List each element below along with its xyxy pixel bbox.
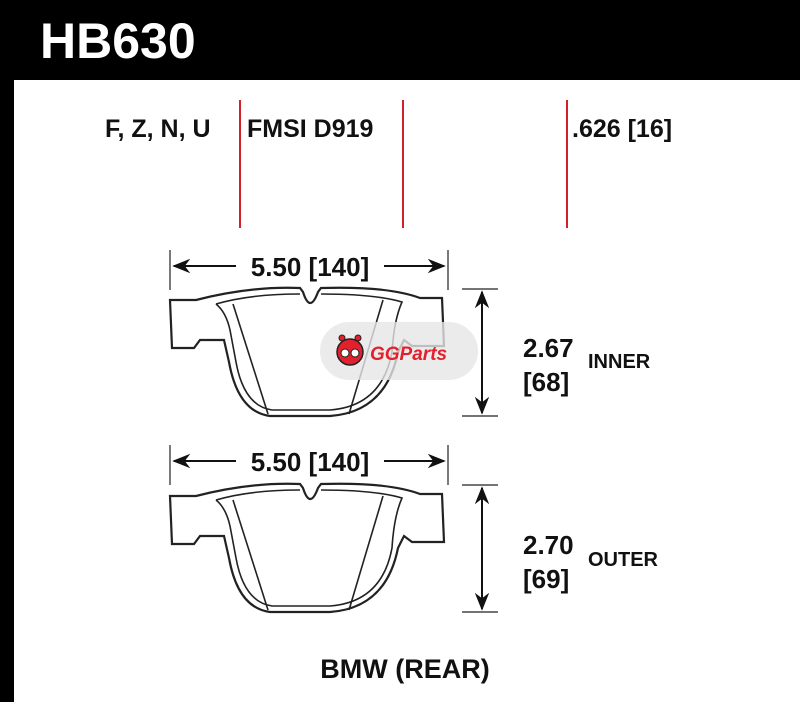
watermark-text: GGParts <box>370 344 447 365</box>
inner-width-label: 5.50 [140] <box>251 252 370 282</box>
part-number: HB630 <box>40 13 196 69</box>
compounds-label: F, Z, N, U <box>105 115 211 143</box>
outer-height-in: 2.70 <box>523 530 574 560</box>
left-border <box>0 0 14 702</box>
application-label: BMW (REAR) <box>320 654 489 684</box>
header-band <box>0 0 800 80</box>
outer-width-label: 5.50 [140] <box>251 447 370 477</box>
inner-label: INNER <box>588 351 651 373</box>
inner-pad: 5.50 [140] 2.67 [68] INNER <box>168 250 651 418</box>
outer-height-mm: [69] <box>523 564 569 594</box>
inner-height-mm: [68] <box>523 367 569 397</box>
mascot-logo-icon <box>336 334 364 366</box>
thickness-label: .626 [16] <box>572 115 672 143</box>
outer-label: OUTER <box>588 549 659 571</box>
ggparts-watermark: GGParts <box>320 322 478 380</box>
outer-pad-outline <box>168 482 446 614</box>
fmsi-label: FMSI D919 <box>247 115 373 143</box>
outer-pad: 5.50 [140] 2.70 [69] OUTER <box>168 445 659 614</box>
inner-height-in: 2.67 <box>523 333 574 363</box>
